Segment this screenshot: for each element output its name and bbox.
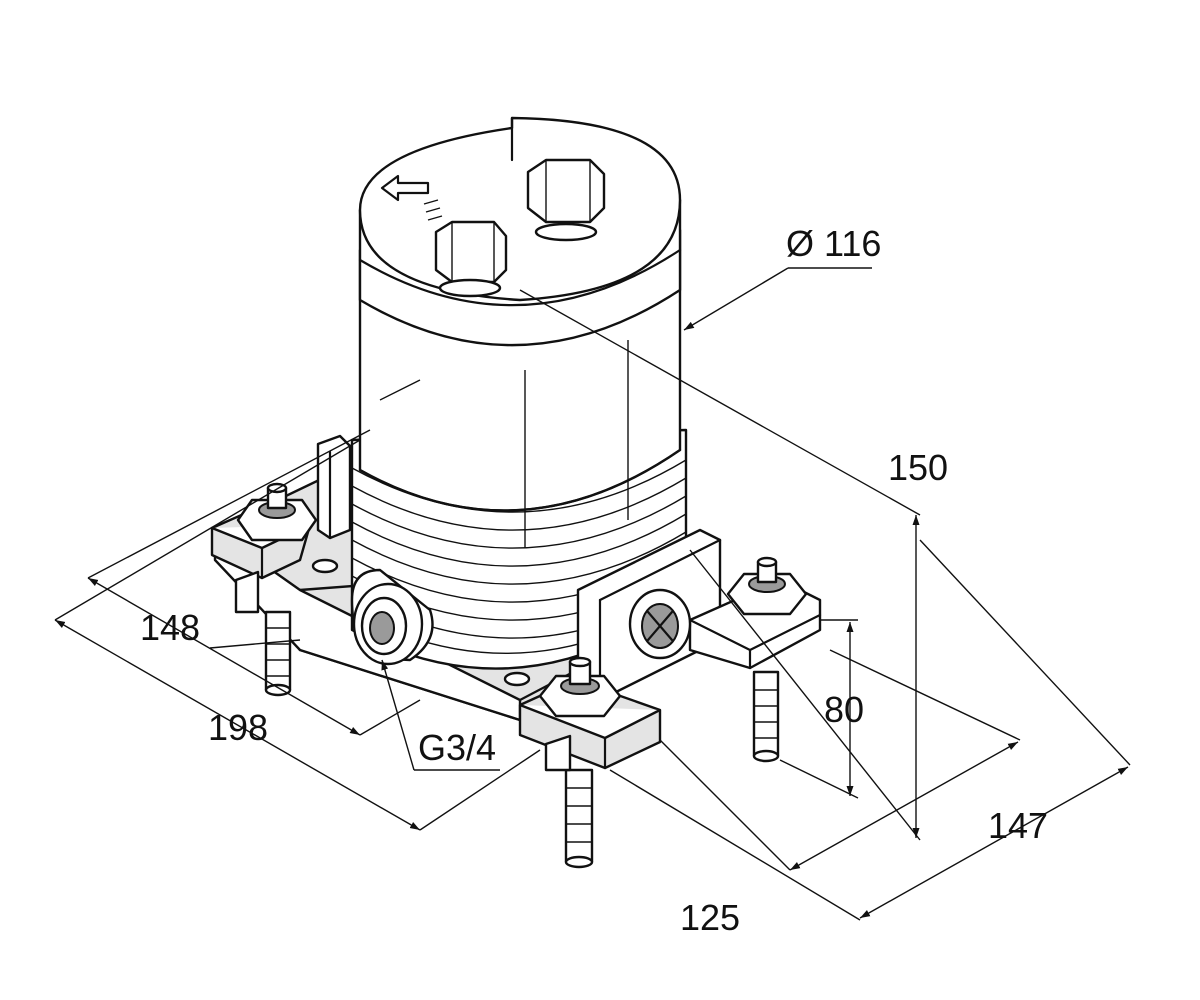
- dim-height-lower-label: 80: [824, 689, 864, 730]
- dimension-lines: [54, 267, 1131, 921]
- dim-diameter-label: Ø 116: [786, 223, 881, 264]
- main-cylinder: [350, 116, 688, 670]
- right-back-bolt: [726, 556, 808, 763]
- right-inlet-fitting: [628, 588, 692, 660]
- top-outlet-left: [434, 220, 508, 298]
- top-outlet-right: [526, 158, 606, 242]
- arrow-left-icon: [380, 174, 443, 221]
- dim-height-total-label: 150: [888, 447, 948, 488]
- dim-depth-left-label: 148: [140, 607, 200, 648]
- dim-thread-label: G3/4: [418, 727, 496, 768]
- dim-width-right-label: 147: [988, 805, 1048, 846]
- dim-depth-right-label: 125: [680, 897, 740, 938]
- dim-width-left-label: 198: [208, 707, 268, 748]
- front-bolt: [538, 656, 622, 869]
